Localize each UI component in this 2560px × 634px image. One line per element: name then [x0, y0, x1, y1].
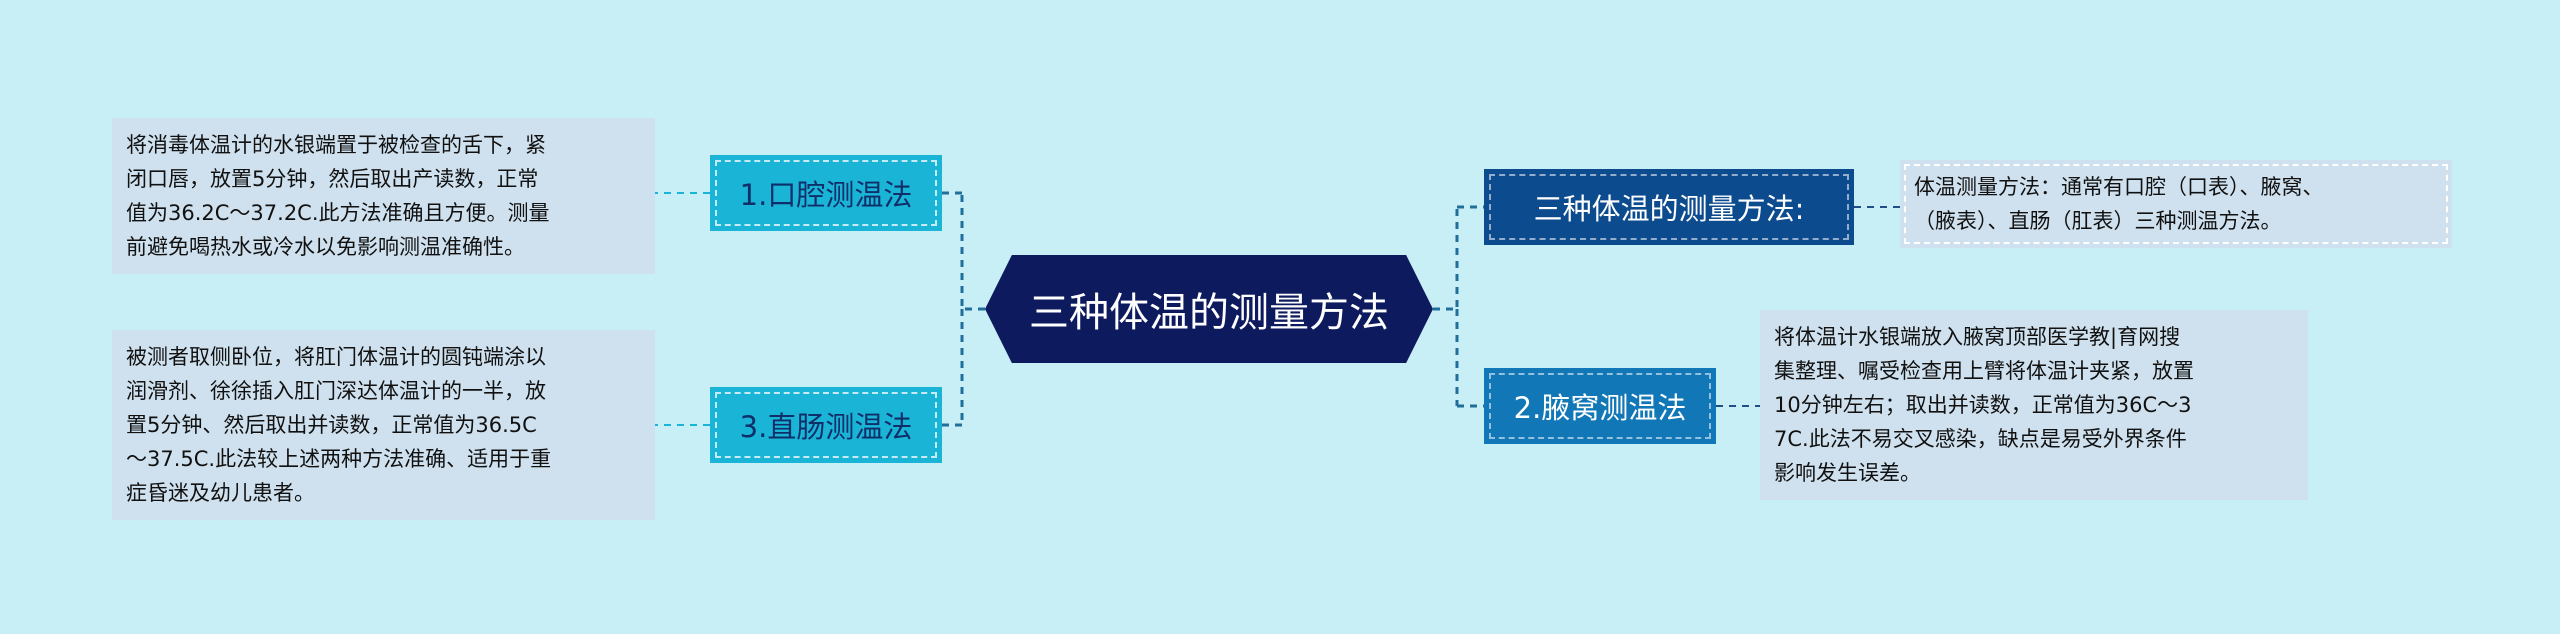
branch-axillary-method[interactable]: 2.腋窝测温法 [1484, 368, 1716, 444]
connector-center-right [1433, 207, 1459, 406]
leaf-axillary-text: 将体温计水银端放入腋窝顶部医学教|育网搜 集整理、嘱受检查用上臂将体温计夹紧，放… [1774, 325, 2194, 485]
leaf-rectal-text: 被测者取侧卧位，将肛门体温计的圆钝端涂以 润滑剂、徐徐插入肛门深达体温计的一半，… [126, 345, 552, 505]
branch-methods[interactable]: 三种体温的测量方法: [1484, 169, 1854, 245]
branch-rectal-method[interactable]: 3.直肠测温法 [710, 387, 942, 463]
central-topic[interactable]: 三种体温的测量方法 [985, 255, 1433, 363]
central-topic-label: 三种体温的测量方法 [1029, 290, 1389, 336]
leaf-rectal-detail[interactable]: 被测者取侧卧位，将肛门体温计的圆钝端涂以 润滑剂、徐徐插入肛门深达体温计的一半，… [112, 330, 655, 520]
leaf-axillary-detail[interactable]: 将体温计水银端放入腋窝顶部医学教|育网搜 集整理、嘱受检查用上臂将体温计夹紧，放… [1760, 310, 2308, 500]
branch-axillary-label: 2.腋窝测温法 [1513, 391, 1687, 425]
leaf-methods-detail[interactable]: 体温测量方法：通常有口腔（口表）、腋窝、 （腋表）、直肠（肛表）三种测温方法。 [1900, 160, 2452, 248]
connector-center-left [960, 193, 985, 425]
branch-methods-label: 三种体温的测量方法: [1533, 192, 1805, 226]
branch-oral-method[interactable]: 1.口腔测温法 [710, 155, 942, 231]
branch-oral-label: 1.口腔测温法 [739, 178, 913, 212]
leaf-oral-text: 将消毒体温计的水银端置于被检查的舌下，紧 闭口唇，放置5分钟，然后取出产读数，正… [126, 133, 550, 259]
leaf-oral-detail[interactable]: 将消毒体温计的水银端置于被检查的舌下，紧 闭口唇，放置5分钟，然后取出产读数，正… [112, 118, 655, 274]
leaf-methods-text: 体温测量方法：通常有口腔（口表）、腋窝、 （腋表）、直肠（肛表）三种测温方法。 [1914, 175, 2324, 233]
branch-rectal-label: 3.直肠测温法 [739, 410, 913, 444]
